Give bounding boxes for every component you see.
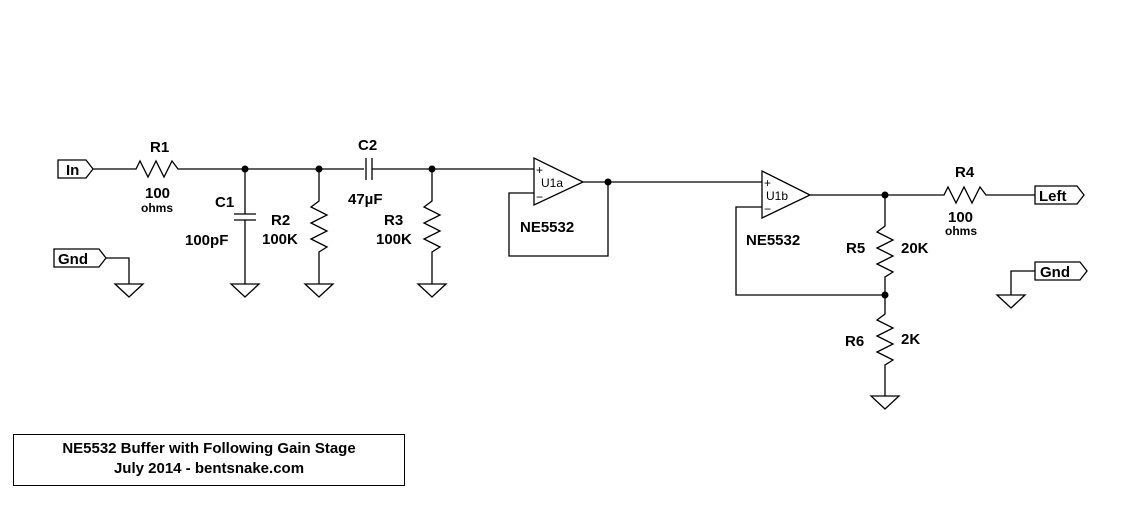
resistor-r2: R2 100K	[262, 169, 335, 298]
junction-dot	[604, 178, 612, 186]
title-block: NE5532 Buffer with Following Gain Stage …	[13, 434, 405, 486]
r3-name: R3	[384, 212, 403, 229]
capacitor-c1: C1 100pF	[185, 169, 261, 298]
port-left-label: Left	[1039, 188, 1067, 205]
r1-value: 100	[145, 185, 170, 202]
title-line-2: July 2014 - bentsnake.com	[113, 460, 305, 477]
u1a-name: U1a	[541, 176, 563, 190]
u1b-part: NE5532	[746, 232, 800, 249]
r3-value: 100K	[376, 231, 412, 248]
resistor-r4: R4 100 ohms	[938, 164, 992, 238]
r4-value: 100	[948, 209, 973, 226]
c1-name: C1	[215, 194, 234, 211]
opamp-u1a: + − U1a NE5532	[508, 156, 609, 257]
port-gnd-2: Gnd	[995, 261, 1088, 309]
port-in: In	[57, 159, 94, 179]
u1b-name: U1b	[766, 189, 788, 203]
r5-value: 20K	[901, 240, 929, 257]
r4-name: R4	[955, 164, 975, 181]
port-in-label: In	[66, 162, 79, 179]
title-line-1: NE5532 Buffer with Following Gain Stage	[62, 440, 356, 457]
opamp-u1b: + − U1b NE5532	[746, 169, 812, 249]
u1a-part: NE5532	[520, 219, 574, 236]
r1-unit: ohms	[141, 201, 173, 215]
resistor-r5: R5 20K	[846, 195, 929, 295]
r1-name: R1	[150, 139, 169, 156]
r2-value: 100K	[262, 231, 298, 248]
c1-value: 100pF	[185, 232, 228, 249]
r6-name: R6	[845, 333, 864, 350]
c2-value: 47µF	[348, 191, 383, 208]
resistor-r1: R1 100 ohms	[128, 139, 186, 215]
r6-value: 2K	[901, 331, 920, 348]
u1b-minus: −	[764, 202, 771, 216]
u1a-minus: −	[536, 190, 543, 204]
u1a-plus: +	[536, 163, 543, 177]
r4-unit: ohms	[945, 224, 977, 238]
port-gnd-1: Gnd	[53, 248, 145, 298]
resistor-r3: R3 100K	[376, 169, 448, 298]
u1b-plus: +	[764, 176, 771, 190]
port-left: Left	[1034, 185, 1085, 205]
port-gnd1-label: Gnd	[58, 251, 88, 268]
r5-name: R5	[846, 240, 865, 257]
r2-name: R2	[271, 212, 290, 229]
c2-name: C2	[358, 137, 377, 154]
resistor-r6: R6 2K	[845, 295, 920, 410]
port-gnd2-label: Gnd	[1040, 264, 1070, 281]
capacitor-c2: C2 47µF	[348, 137, 383, 208]
